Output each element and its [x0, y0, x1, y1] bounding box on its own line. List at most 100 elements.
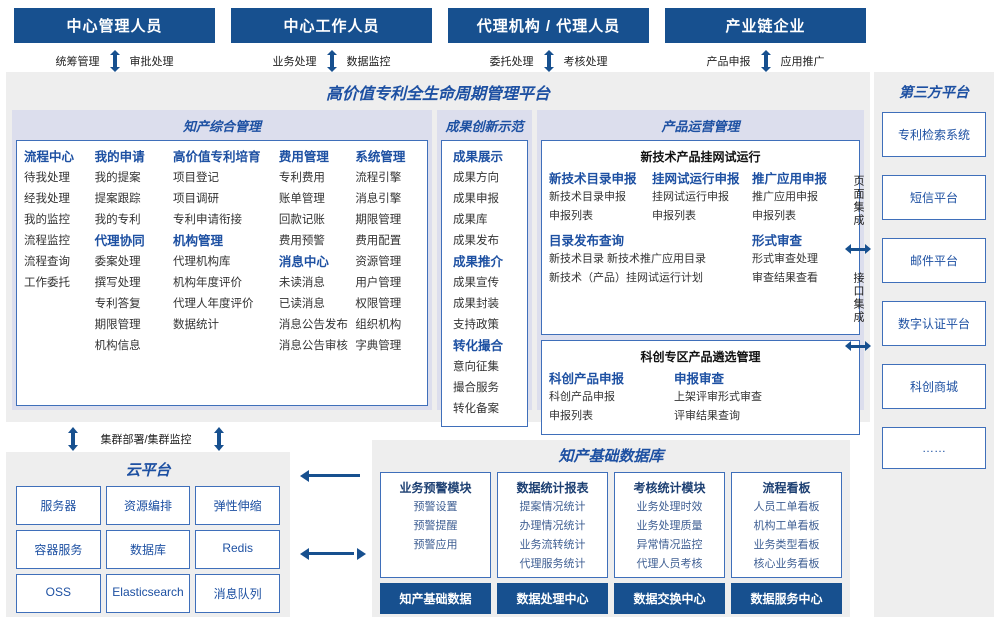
- menu-item[interactable]: 代理机构库: [173, 256, 231, 268]
- menu-item[interactable]: 消息公告发布: [278, 319, 348, 331]
- menu-item[interactable]: 经我处理: [24, 193, 70, 205]
- menu-item[interactable]: 新技术目录申报: [549, 191, 626, 203]
- kdb-item[interactable]: 业务类型看板: [753, 539, 820, 551]
- menu-item[interactable]: 推广应用申报: [752, 191, 818, 203]
- menu-item[interactable]: 申报列表: [549, 210, 593, 222]
- menu-item[interactable]: 代理人年度评价: [173, 298, 254, 310]
- menu-item[interactable]: 形式审查处理: [752, 253, 818, 265]
- menu-item[interactable]: 专利费用: [278, 172, 325, 184]
- menu-item[interactable]: 资源管理: [355, 256, 402, 268]
- kdb-item[interactable]: 预警设置: [413, 501, 458, 513]
- cloud-cell[interactable]: 资源编排: [105, 486, 191, 525]
- kdb-item[interactable]: 业务处理时效: [636, 501, 703, 513]
- menu-item[interactable]: 申报列表: [549, 410, 593, 422]
- kdb-button[interactable]: 数据服务中心: [731, 583, 842, 614]
- menu-item[interactable]: 提案跟踪: [94, 193, 141, 205]
- kdb-item[interactable]: 提案情况统计: [519, 501, 586, 513]
- menu-item[interactable]: 消息公告审核: [278, 340, 348, 352]
- role-action-right: 应用推广: [780, 56, 825, 68]
- menu-item[interactable]: 数据统计: [173, 319, 219, 331]
- kdb-button[interactable]: 数据处理中心: [497, 583, 608, 614]
- cloud-cell[interactable]: 容器服务: [16, 530, 101, 569]
- kdb-item[interactable]: 业务流转统计: [519, 539, 586, 551]
- menu-item[interactable]: 转化备案: [453, 403, 499, 415]
- menu-item[interactable]: 撮合服务: [453, 382, 499, 394]
- third-party-item[interactable]: 邮件平台: [882, 238, 986, 283]
- menu-item[interactable]: 流程监控: [24, 235, 70, 247]
- menu-item[interactable]: 用户管理: [355, 277, 402, 289]
- kdb-item[interactable]: 核心业务看板: [753, 558, 820, 570]
- third-party-item[interactable]: ……: [882, 427, 986, 469]
- menu-item[interactable]: 新技术（产品）挂网试运行计划: [549, 272, 703, 284]
- menu-item[interactable]: 我的专利: [94, 214, 141, 226]
- cloud-cell[interactable]: OSS: [16, 574, 101, 613]
- menu-item[interactable]: 消息引擎: [355, 193, 402, 205]
- menu-item[interactable]: 委案处理: [94, 256, 141, 268]
- menu-item[interactable]: 成果库: [453, 214, 488, 226]
- menu-item[interactable]: 成果宣传: [453, 277, 499, 289]
- menu-item[interactable]: 已读消息: [278, 298, 325, 310]
- menu-item[interactable]: 流程引擎: [355, 172, 402, 184]
- menu-item[interactable]: 项目登记: [173, 172, 219, 184]
- menu-item[interactable]: 权限管理: [355, 298, 402, 310]
- third-party-item[interactable]: 短信平台: [882, 175, 986, 220]
- cloud-cell[interactable]: 服务器: [16, 486, 101, 525]
- menu-item[interactable]: 期限管理: [355, 214, 402, 226]
- menu-item[interactable]: 流程查询: [24, 256, 70, 268]
- menu-item[interactable]: 科创产品申报: [549, 391, 615, 403]
- kdb-item[interactable]: 业务处理质量: [636, 520, 703, 532]
- menu-item[interactable]: 评审结果查询: [674, 410, 740, 422]
- menu-item[interactable]: 机构年度评价: [173, 277, 242, 289]
- menu-item[interactable]: 成果封装: [453, 298, 499, 310]
- menu-item[interactable]: 我的监控: [24, 214, 70, 226]
- cloud-cell[interactable]: Redis: [195, 530, 280, 569]
- menu-item[interactable]: 未读消息: [278, 277, 325, 289]
- role-actions: 产品申报 应用推广: [665, 50, 866, 72]
- menu-item[interactable]: 申报列表: [752, 210, 796, 222]
- menu-item[interactable]: 挂网试运行申报: [652, 191, 729, 203]
- menu-item[interactable]: 撰写处理: [94, 277, 141, 289]
- kdb-item[interactable]: 人员工单看板: [753, 501, 820, 513]
- menu-item[interactable]: 成果发布: [453, 235, 499, 247]
- menu-group-header: 流程中心: [24, 150, 75, 164]
- menu-item[interactable]: 专利答复: [94, 298, 141, 310]
- kdb-item[interactable]: 代理服务统计: [519, 558, 586, 570]
- third-party-item[interactable]: 专利检索系统: [882, 112, 986, 157]
- menu-item[interactable]: 费用配置: [355, 235, 402, 247]
- menu-item[interactable]: 字典管理: [355, 340, 402, 352]
- kdb-button[interactable]: 知产基础数据: [380, 583, 491, 614]
- kdb-item[interactable]: 异常情况监控: [636, 539, 703, 551]
- menu-item[interactable]: 专利申请衔接: [173, 214, 242, 226]
- menu-item[interactable]: 期限管理: [94, 319, 141, 331]
- menu-item[interactable]: 意向征集: [453, 361, 499, 373]
- menu-item[interactable]: 支持政策: [453, 319, 499, 331]
- kdb-item[interactable]: 预警提醒: [413, 520, 458, 532]
- cloud-cell[interactable]: 消息队列: [195, 574, 280, 613]
- menu-item[interactable]: 待我处理: [24, 172, 70, 184]
- cloud-cell[interactable]: 弹性伸缩: [195, 486, 280, 525]
- menu-item[interactable]: 组织机构: [355, 319, 402, 331]
- menu-item[interactable]: 机构信息: [94, 340, 141, 352]
- third-party-item[interactable]: 科创商城: [882, 364, 986, 409]
- kdb-button[interactable]: 数据交换中心: [614, 583, 725, 614]
- menu-item[interactable]: 工作委托: [24, 277, 70, 289]
- cloud-cell[interactable]: Elasticsearch: [105, 574, 191, 613]
- kdb-column: 流程看板人员工单看板机构工单看板业务类型看板核心业务看板数据服务中心: [731, 472, 842, 614]
- menu-item[interactable]: 我的提案: [94, 172, 141, 184]
- menu-item[interactable]: 项目调研: [173, 193, 219, 205]
- kdb-item[interactable]: 预警应用: [413, 539, 458, 551]
- menu-item[interactable]: 审查结果查看: [752, 272, 818, 284]
- menu-item[interactable]: 费用预警: [278, 235, 325, 247]
- kdb-item[interactable]: 办理情况统计: [519, 520, 586, 532]
- menu-item[interactable]: 账单管理: [278, 193, 325, 205]
- kdb-item[interactable]: 代理人员考核: [636, 558, 703, 570]
- third-party-item[interactable]: 数字认证平台: [882, 301, 986, 346]
- cloud-cell[interactable]: 数据库: [105, 530, 191, 569]
- menu-item[interactable]: 上架评审形式审查: [674, 391, 762, 403]
- menu-item[interactable]: 新技术目录 新技术推广应用目录: [549, 253, 707, 265]
- kdb-item[interactable]: 机构工单看板: [753, 520, 820, 532]
- menu-item[interactable]: 成果方向: [453, 172, 499, 184]
- menu-item[interactable]: 申报列表: [652, 210, 696, 222]
- menu-item[interactable]: 成果申报: [453, 193, 499, 205]
- menu-item[interactable]: 回款记账: [278, 214, 325, 226]
